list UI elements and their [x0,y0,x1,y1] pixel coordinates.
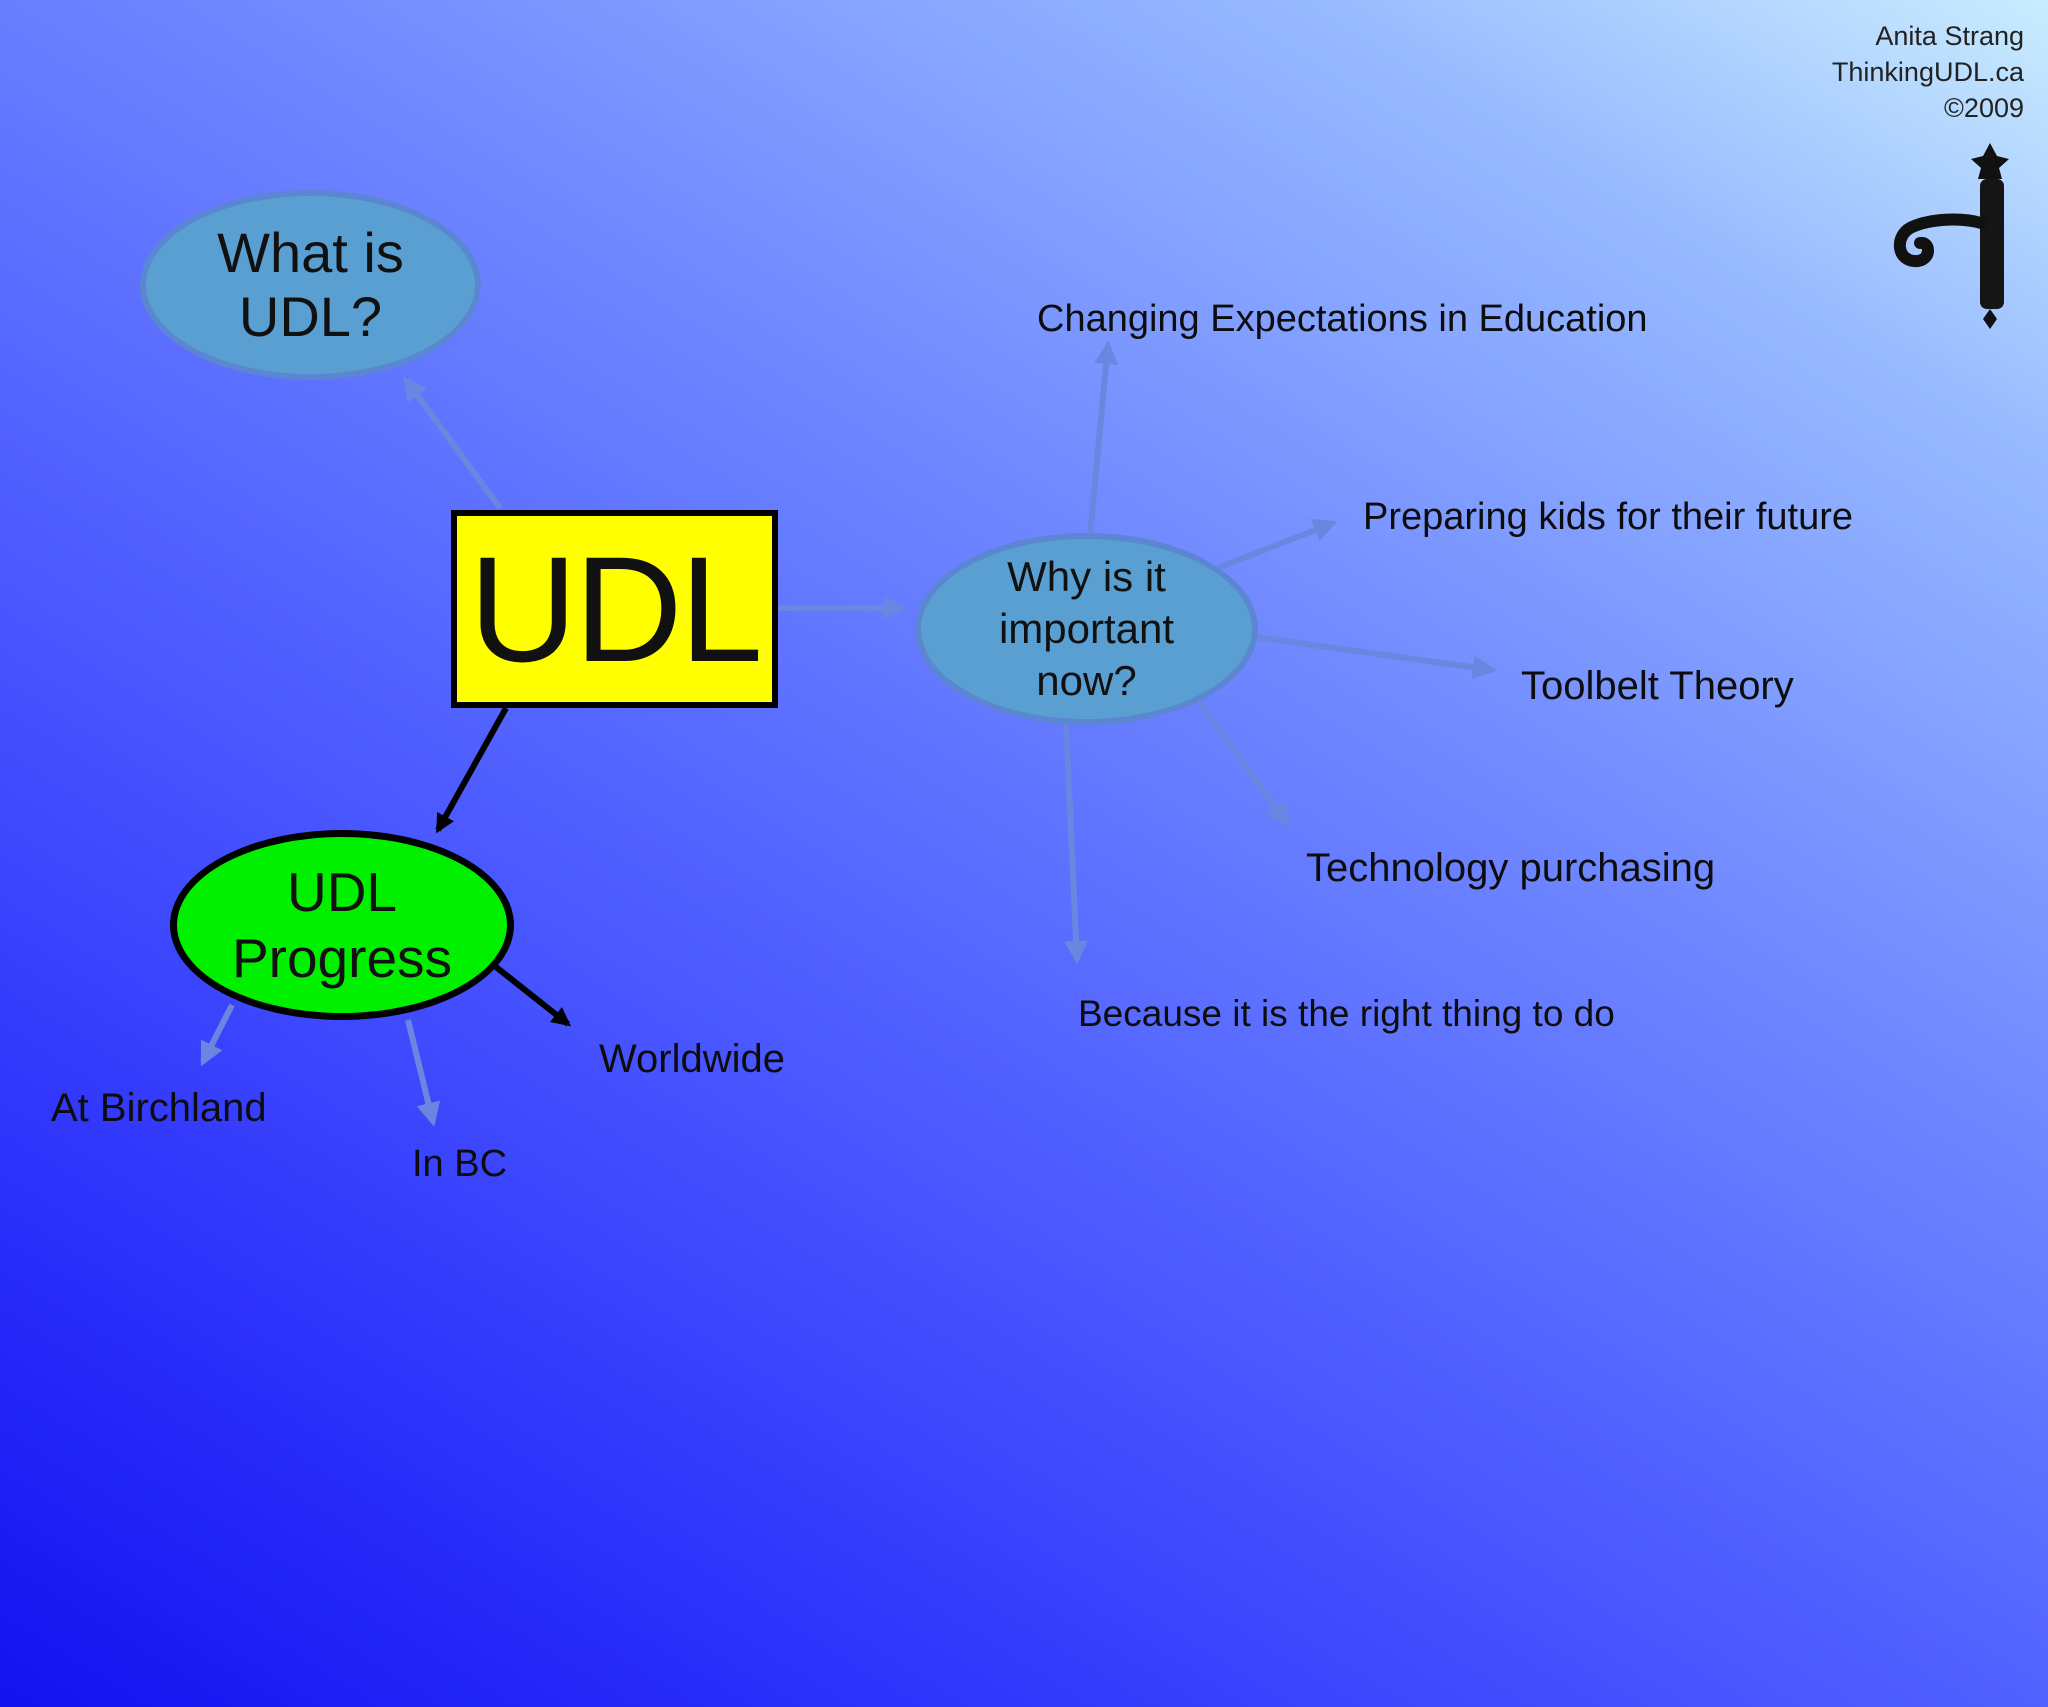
reason-preparing-kids: Preparing kids for their future [1363,496,1854,538]
credit-author: Anita Strang [1875,21,2024,51]
what-is-udl-line1: What is [217,221,404,284]
credit-year: ©2009 [1944,93,2024,123]
udl-center-node: UDL [451,510,778,708]
connector-why-to-technology [1195,698,1290,827]
connector-progress-to-worldwide [494,964,572,1027]
reason-technology-purchasing: Technology purchasing [1306,846,1716,890]
author-credit: Anita Strang ThinkingUDL.ca ©2009 [1832,18,2024,126]
connector-why-to-preparing [1211,518,1338,573]
why-important-now-line3: now? [1036,657,1137,704]
connector-udl-to-what-is [403,376,503,510]
credit-site: ThinkingUDL.ca [1831,57,2024,87]
door-handle-icon [1893,143,2009,329]
reason-right-thing: Because it is the right thing to do [1078,993,1615,1034]
connector-why-to-toolbelt [1254,634,1497,680]
connector-progress-to-bc [405,1019,441,1127]
progress-at-birchland: At Birchland [51,1086,267,1130]
connector-progress-to-birchland [200,1003,235,1067]
why-important-now-node: Why is it important now? [915,533,1258,725]
udl-progress-line2: Progress [231,927,453,989]
what-is-udl-line2: UDL? [238,285,383,348]
what-is-udl-node: What is UDL? [140,190,481,380]
why-important-now-line1: Why is it [1007,553,1166,600]
reason-changing-expectations: Changing Expectations in Education [1037,298,1648,340]
udl-progress-line1: UDL [286,861,398,923]
connector-why-to-changing [1087,340,1119,536]
udl-progress-node: UDL Progress [170,830,514,1020]
reason-toolbelt-theory: Toolbelt Theory [1521,664,1794,708]
connector-why-to-because [1063,721,1089,965]
progress-in-bc: In BC [412,1143,508,1185]
udl-center-label: UDL [468,525,763,693]
progress-worldwide: Worldwide [599,1037,785,1081]
why-important-now-line2: important [998,605,1175,652]
connector-udl-to-progress [435,706,509,834]
